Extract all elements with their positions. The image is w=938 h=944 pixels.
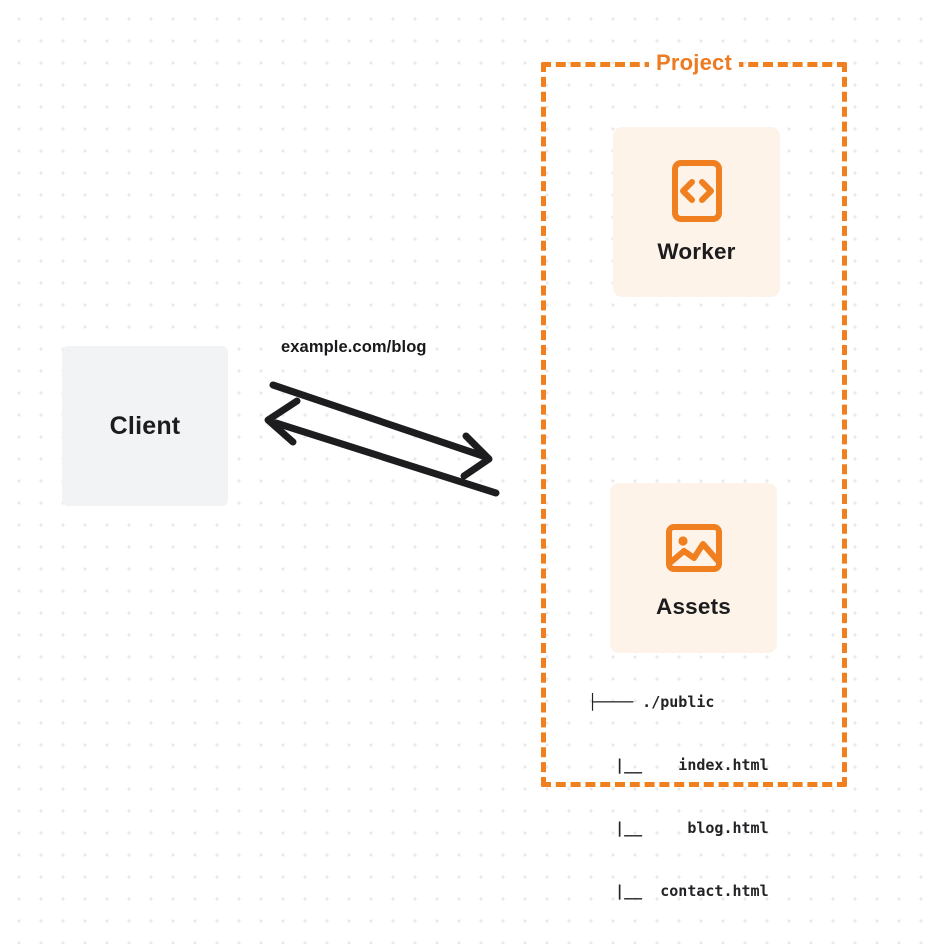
diagram-canvas: Client example.com/blog Project Worker xyxy=(62,50,847,900)
file-tree-row: |__ contact.html xyxy=(588,882,769,900)
assets-file-tree: ├──── ./public |__ index.html |__ blog.h… xyxy=(588,650,769,944)
project-label: Project xyxy=(649,50,739,76)
worker-label: Worker xyxy=(657,239,736,264)
file-tree-row: ├──── ./public xyxy=(588,693,715,711)
image-icon xyxy=(665,524,722,572)
file-tree-row: |__ index.html xyxy=(588,756,769,774)
request-arrow-icon xyxy=(269,381,493,480)
project-boundary: Project xyxy=(541,50,847,787)
file-tree-row: |__ blog.html xyxy=(588,819,769,837)
assets-label: Assets xyxy=(656,594,731,619)
client-label: Client xyxy=(109,411,181,440)
assets-card[interactable]: Assets xyxy=(610,483,777,653)
connection-label: example.com/blog xyxy=(281,338,427,356)
worker-card[interactable]: Worker xyxy=(613,127,780,297)
code-file-icon xyxy=(671,160,722,222)
client-node[interactable]: Client xyxy=(62,346,228,506)
response-arrow-icon xyxy=(264,397,500,497)
